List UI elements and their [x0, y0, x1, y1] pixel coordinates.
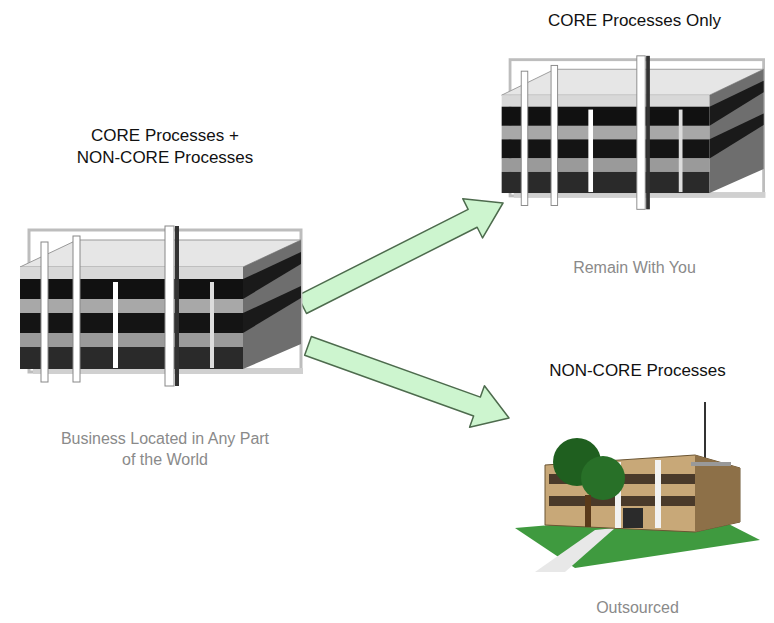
office-building: [15, 222, 310, 394]
process-heading: CORE Processes Only: [548, 10, 721, 32]
process-heading: NON-CORE Processes: [549, 360, 726, 382]
flow-arrow: [305, 336, 509, 427]
building-node: NON-CORE ProcessesOutsourced: [505, 360, 770, 618]
building-node: CORE Processes + NON-CORE ProcessesBusin…: [15, 125, 315, 470]
flow-arrow: [297, 199, 503, 314]
location-caption: Remain With You: [573, 257, 696, 278]
location-caption: Outsourced: [596, 597, 679, 618]
location-caption: Business Located in Any Part of the Worl…: [55, 428, 275, 470]
outsourced-building: [505, 400, 770, 575]
office-building: [497, 52, 772, 217]
building-node: CORE Processes OnlyRemain With You: [495, 10, 774, 278]
process-heading: CORE Processes + NON-CORE Processes: [70, 125, 260, 169]
